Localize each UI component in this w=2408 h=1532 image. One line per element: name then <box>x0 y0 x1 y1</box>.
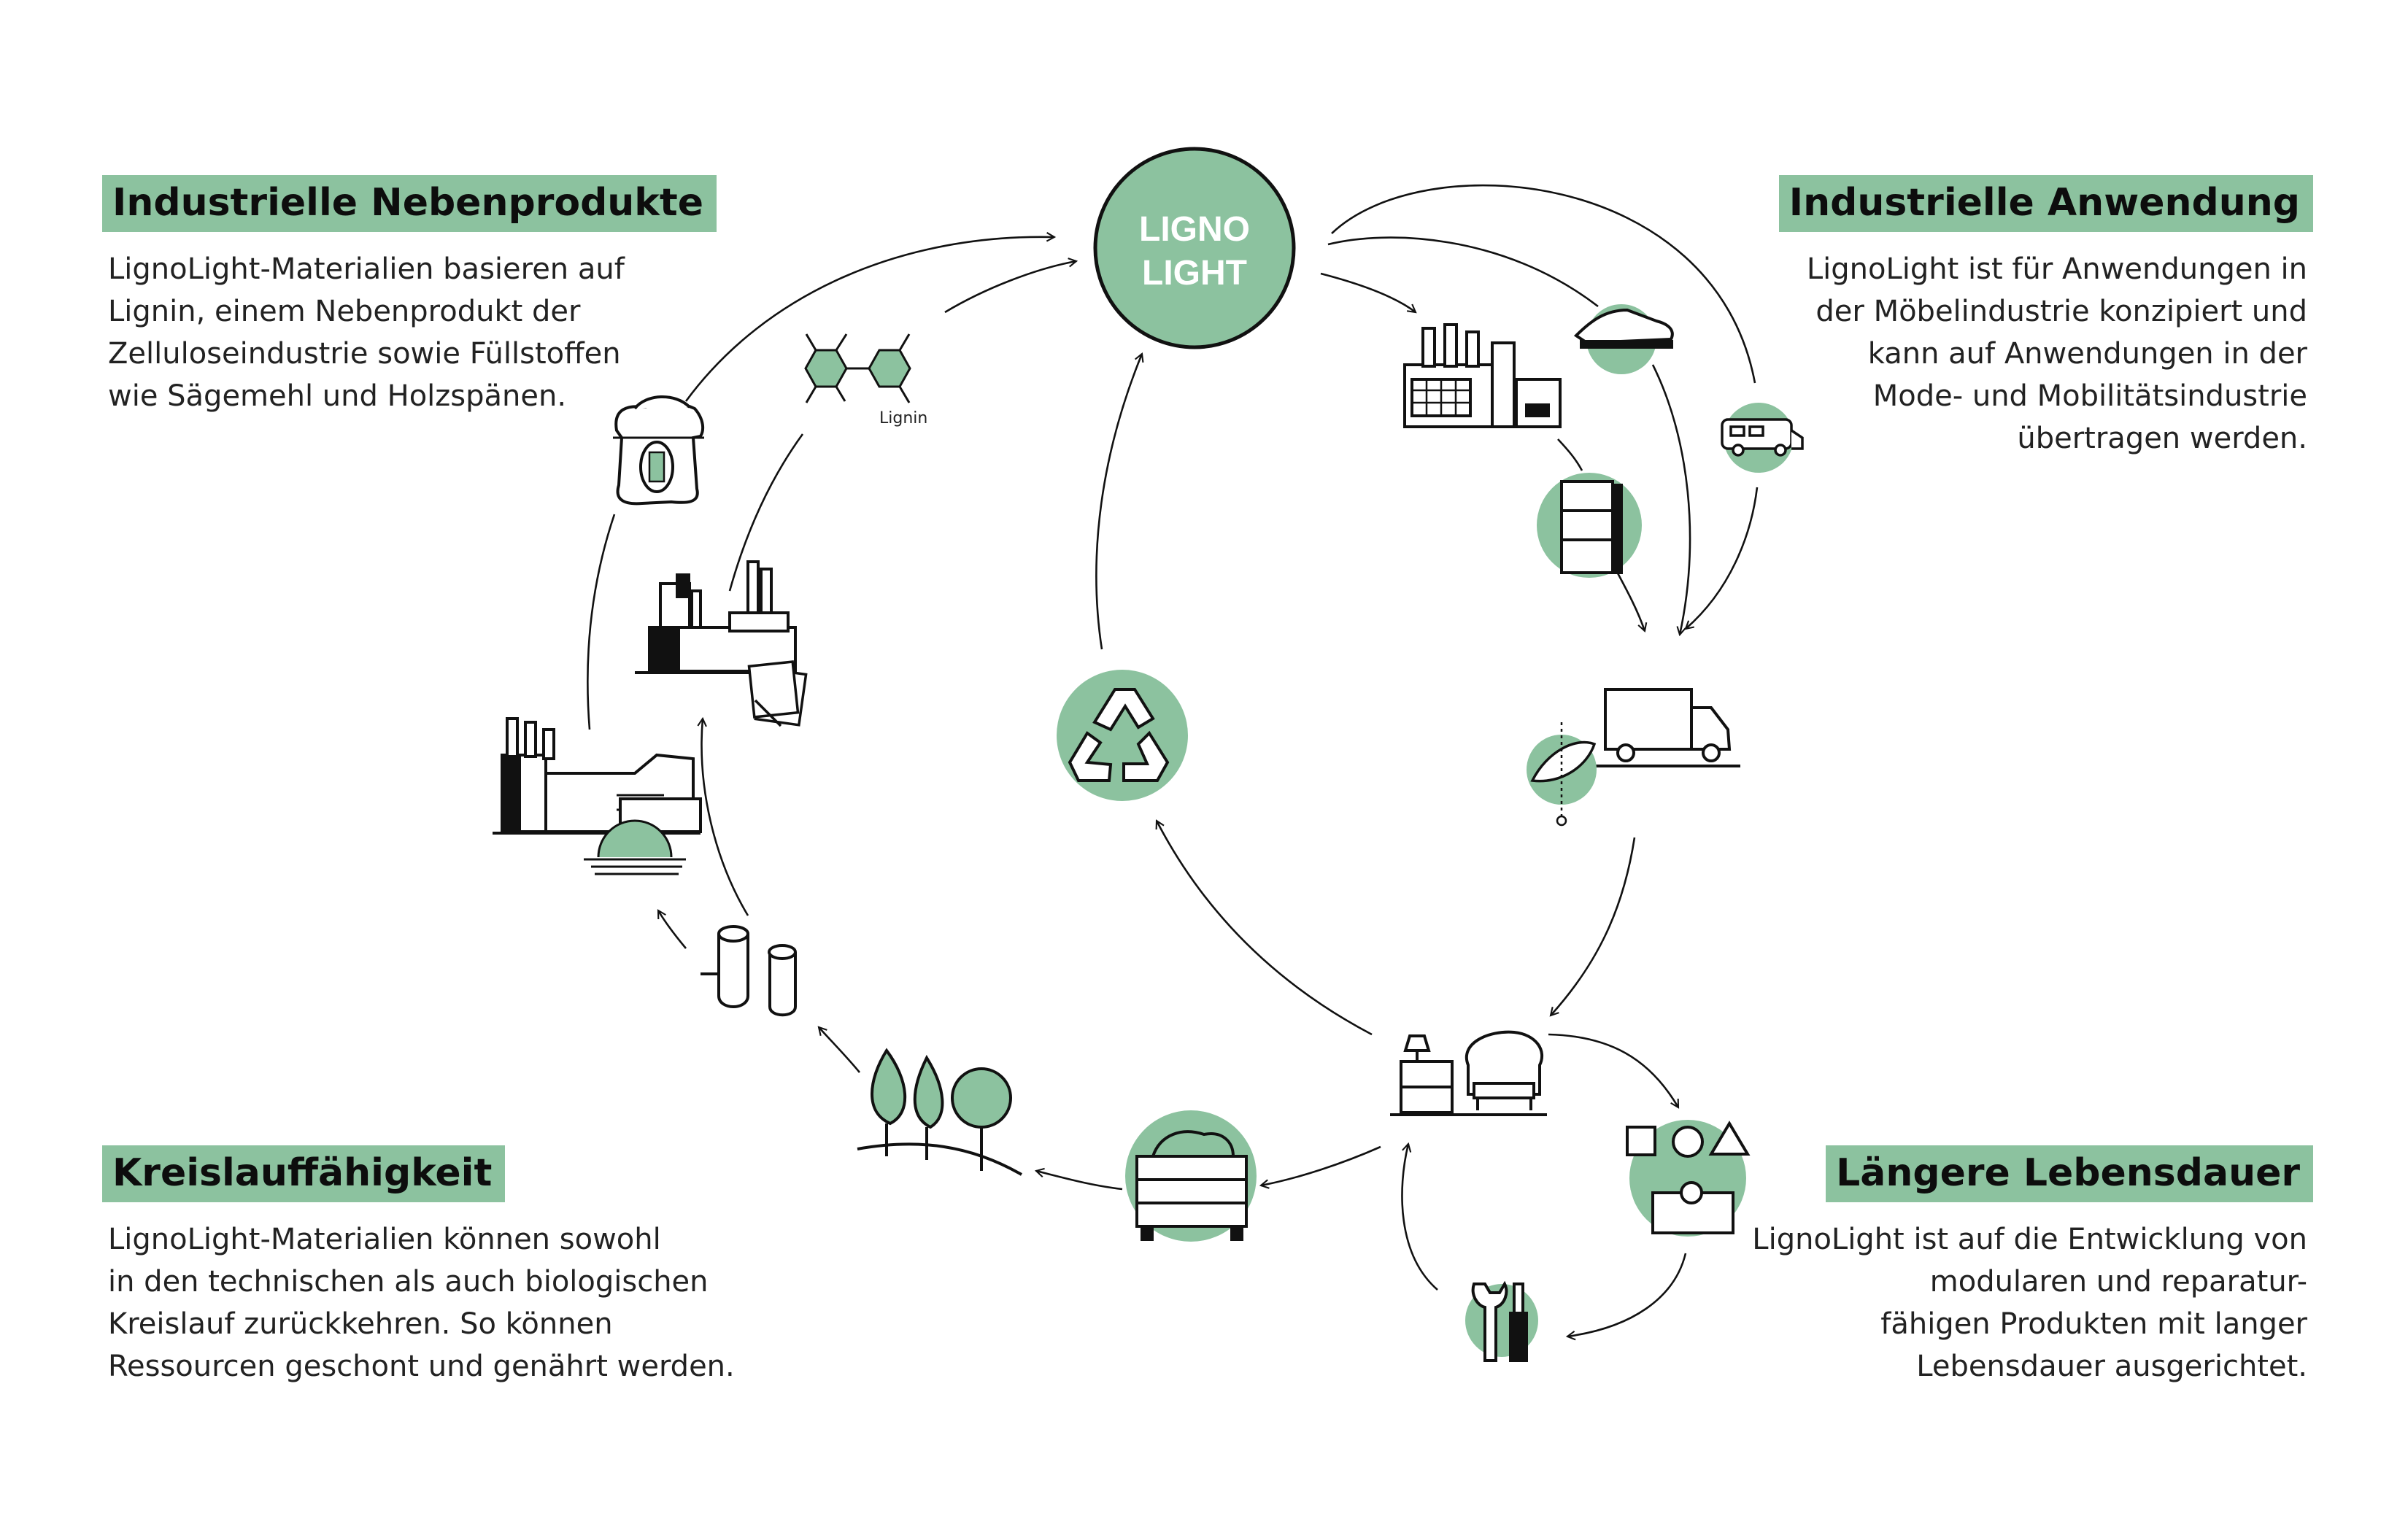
sack-icon <box>613 395 705 506</box>
section-text-anwendung: LignoLight ist für Anwendungen in der Mö… <box>1779 248 2307 460</box>
sawmill-icon <box>493 717 702 835</box>
text-line: Kreislauf zurückkehren. So können <box>108 1307 613 1341</box>
arrow-logs-to-mill <box>697 716 749 916</box>
arrow-lignin-to-center <box>944 258 1078 314</box>
arrow-truck-to-furniture <box>1549 837 1636 1017</box>
shoe-icon <box>1573 304 1674 374</box>
modular-shapes-icon <box>1626 1120 1751 1237</box>
tools-icon <box>1465 1280 1538 1362</box>
text-line: übertragen werden. <box>2017 422 2307 455</box>
section-title-anwendung: Industrielle Anwendung <box>1778 175 2313 232</box>
text-line: Lebensdauer ausgerichtet. <box>1916 1350 2307 1383</box>
arrow-furniture-to-compost <box>1259 1145 1381 1189</box>
feather-icon <box>1527 722 1597 827</box>
text-line: Mode- und Mobilitätsindustrie <box>1872 379 2307 413</box>
forest-icon <box>857 1048 1022 1176</box>
factory-icon <box>1403 323 1562 428</box>
lignolight-center: LIGNO LIGHT <box>1093 147 1296 349</box>
arrow-recycle-to-center <box>1095 352 1144 650</box>
arrow-center-to-camper <box>1331 184 1756 384</box>
arrow-forest-to-logs <box>817 1026 861 1073</box>
section-text-kreislauf: LignoLight-Materialien können sowohl in … <box>108 1218 735 1388</box>
arrow-shelf-to-truck <box>1615 570 1648 633</box>
arrow-furniture-to-modular <box>1548 1033 1680 1109</box>
arrow-compost-to-forest <box>1034 1167 1123 1191</box>
text-line: der Möbelindustrie konzipiert und <box>1815 295 2307 328</box>
section-anwendung: Industrielle Anwendung LignoLight ist fü… <box>1778 175 2313 460</box>
text-line: LignoLight ist für Anwendungen in <box>1806 252 2307 286</box>
section-kreislauf: Kreislauffähigkeit LignoLight-Materialie… <box>102 1145 735 1388</box>
arrow-mill-to-lignin <box>728 433 804 592</box>
text-line: fähigen Produkten mit langer <box>1880 1307 2307 1341</box>
arrow-sawmill-to-sack <box>587 514 616 730</box>
section-title-kreislauf: Kreislauffähigkeit <box>102 1145 506 1202</box>
paper-sheets-icon <box>747 660 808 727</box>
center-label-line2: LIGHT <box>1142 254 1247 293</box>
section-title-nebenprodukte: Industrielle Nebenprodukte <box>102 175 717 232</box>
text-line: in den technischen als auch biologischen <box>108 1265 709 1299</box>
arrow-logs-to-sawmill <box>657 909 687 949</box>
lignin-molecule-icon <box>804 333 911 403</box>
text-line: Ressourcen geschont und genährt werden. <box>108 1350 735 1383</box>
text-line: kann auf Anwendungen in der <box>1867 337 2307 371</box>
text-line: modularen und reparatur- <box>1929 1265 2307 1299</box>
text-line: LignoLight-Materialien basieren auf <box>108 252 625 286</box>
arrow-furniture-to-recycle <box>1155 819 1373 1036</box>
recycle-icon <box>1057 670 1188 801</box>
arrow-sack-to-center <box>684 232 1057 402</box>
section-text-lebensdauer: LignoLight ist auf die Entwicklung von m… <box>1752 1218 2307 1388</box>
arrow-center-to-factory <box>1320 272 1417 314</box>
flow-arrows <box>587 184 1759 1341</box>
section-nebenprodukte: Industrielle Nebenprodukte LignoLight-Ma… <box>102 175 717 417</box>
section-text-nebenprodukte: LignoLight-Materialien basieren auf Lign… <box>108 248 717 417</box>
lignin-label: Lignin <box>879 409 927 428</box>
arrow-camper-to-truck <box>1684 487 1759 630</box>
arrow-tools-to-furniture <box>1401 1142 1438 1291</box>
logs-icon <box>701 925 797 1017</box>
furniture-icon <box>1390 1030 1547 1116</box>
text-line: Lignin, einem Nebenprodukt der <box>108 295 581 328</box>
saw-blade-icon <box>584 819 686 875</box>
center-label-line1: LIGNO <box>1139 210 1250 249</box>
text-line: wie Sägemehl und Holzspänen. <box>108 379 567 413</box>
arrow-modular-to-tools <box>1565 1253 1687 1341</box>
compost-bin-icon <box>1125 1110 1257 1242</box>
arrow-shoe-to-truck <box>1651 364 1691 637</box>
truck-icon <box>1594 688 1740 767</box>
pulp-mill-icon <box>635 560 797 674</box>
text-line: LignoLight-Materialien können sowohl <box>108 1223 661 1256</box>
text-line: LignoLight ist auf die Entwicklung von <box>1752 1223 2307 1256</box>
arrow-factory-to-shelf <box>1557 438 1583 471</box>
camper-van-icon <box>1721 403 1804 473</box>
text-line: Zelluloseindustrie sowie Füllstoffen <box>108 337 621 371</box>
arrow-center-to-shoe <box>1327 236 1599 308</box>
shelf-icon <box>1537 473 1642 578</box>
section-title-lebensdauer: Längere Lebensdauer <box>1826 1145 2313 1202</box>
section-lebensdauer: Längere Lebensdauer LignoLight ist auf d… <box>1752 1145 2313 1388</box>
